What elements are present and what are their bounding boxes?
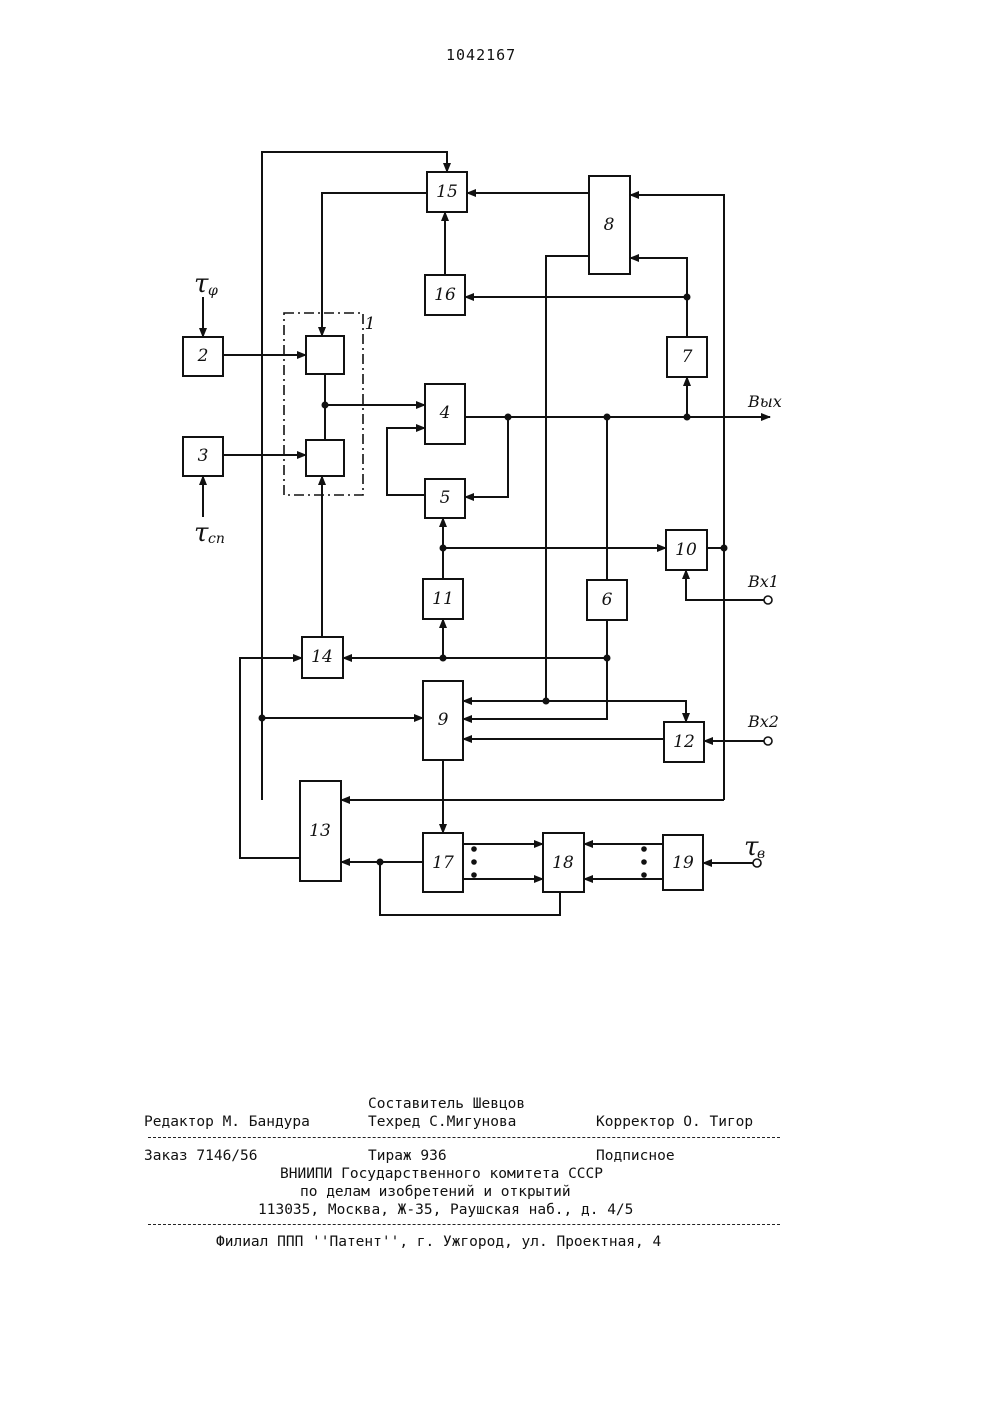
block-5-label: 5 <box>440 488 451 508</box>
block-12-label: 12 <box>673 732 695 752</box>
compiler-line: Составитель Шевцов <box>368 1094 525 1114</box>
block-14-label: 14 <box>311 647 333 667</box>
subscription-line: Подписное <box>596 1146 675 1166</box>
separator-rule-2 <box>148 1224 780 1225</box>
block-1-lower <box>306 440 344 476</box>
block-10-label: 10 <box>675 540 697 560</box>
block-diagram: 1 2 3 4 5 6 7 8 9 10 11 12 13 14 15 16 1… <box>0 0 1000 1000</box>
input-2-label: Вх2 <box>747 712 779 731</box>
circulation-line: Тираж 936 <box>368 1146 447 1166</box>
block-9-label: 9 <box>438 710 449 730</box>
output-label: Вых <box>747 392 782 411</box>
tau-sp-symbol: τ <box>194 518 209 548</box>
block-3-label: 3 <box>198 446 209 466</box>
input-1-label: Вх1 <box>747 572 779 591</box>
block-8-label: 8 <box>604 215 615 235</box>
corrector-line: Корректор О. Тигор <box>596 1112 753 1132</box>
block-7-label: 7 <box>682 347 693 367</box>
block-15-label: 15 <box>436 182 458 202</box>
input-1-terminal <box>764 596 772 604</box>
block-16-label: 16 <box>434 285 456 305</box>
separator-rule-1 <box>148 1137 780 1138</box>
input-2-terminal <box>764 737 772 745</box>
group-1-label: 1 <box>365 314 376 334</box>
tau-v-subscript: в <box>757 846 765 862</box>
block-11-label: 11 <box>432 589 454 609</box>
organization-line-1: ВНИИПИ Государственного комитета СССР <box>280 1164 603 1184</box>
tau-phi-subscript: φ <box>208 283 218 299</box>
block-6-label: 6 <box>602 590 613 610</box>
branch-line: Филиал ППП ''Патент'', г. Ужгород, ул. П… <box>216 1232 661 1252</box>
editor-line: Редактор М. Бандура <box>144 1112 310 1132</box>
block-4-label: 4 <box>439 403 451 423</box>
block-13-label: 13 <box>309 821 331 841</box>
order-line: Заказ 7146/56 <box>144 1146 258 1166</box>
block-2-label: 2 <box>197 346 209 366</box>
tau-phi-symbol: τ <box>194 269 209 299</box>
organization-line-2: по делам изобретений и открытий <box>300 1182 571 1202</box>
block-17-label: 17 <box>432 853 454 873</box>
tau-sp-subscript: сп <box>208 531 225 547</box>
techred-line: Техред С.Мигунова <box>368 1112 516 1132</box>
block-19-label: 19 <box>672 853 694 873</box>
block-18-label: 18 <box>552 853 574 873</box>
block-1-upper <box>306 336 344 374</box>
address-line: 113035, Москва, Ж-35, Раушская наб., д. … <box>258 1200 633 1220</box>
